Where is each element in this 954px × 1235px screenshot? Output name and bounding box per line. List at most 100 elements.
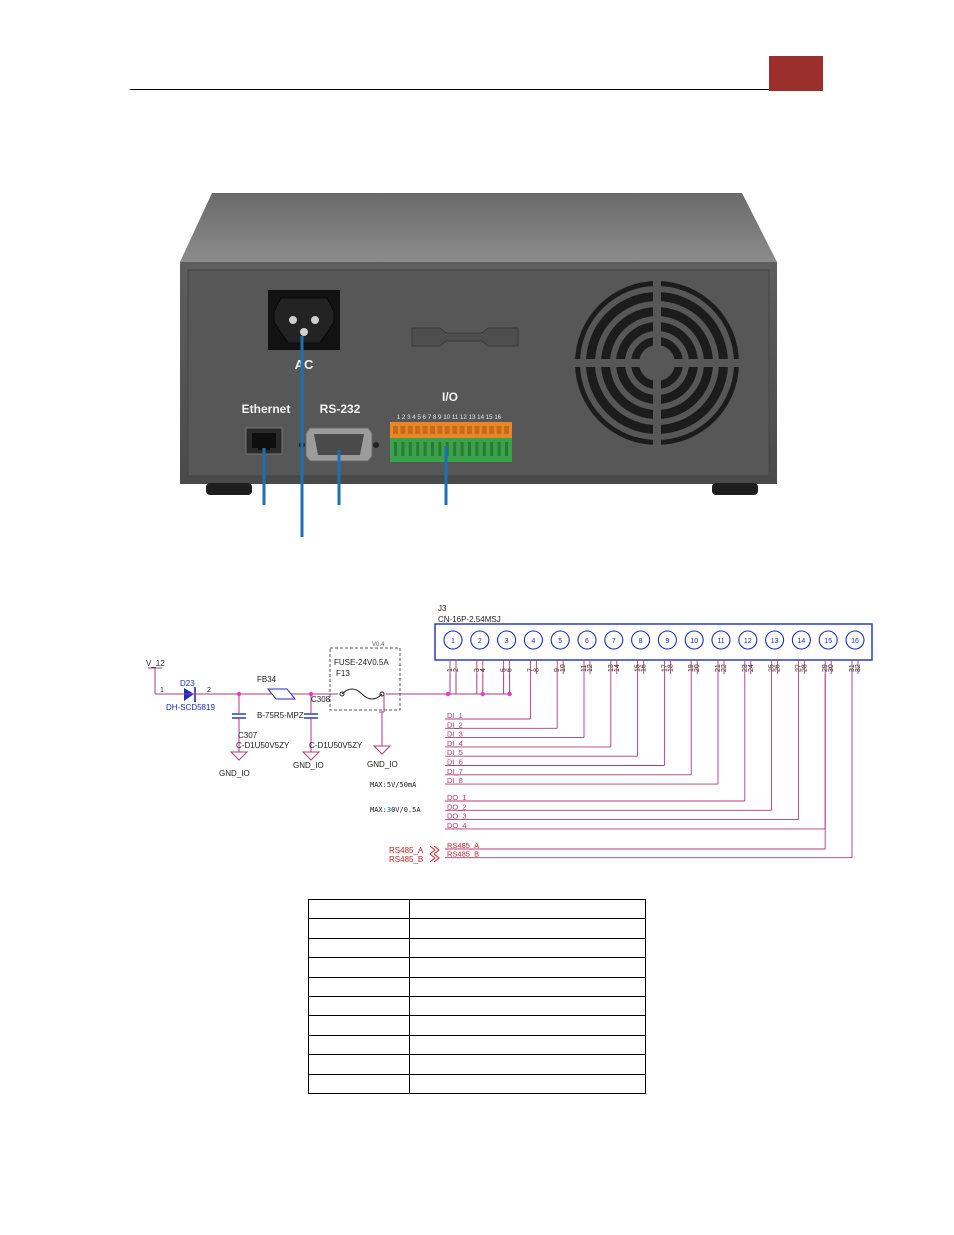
io-label: I/O [442, 390, 458, 404]
cap1-ref: C307 [238, 731, 258, 740]
connector-pin-circle [470, 630, 490, 650]
terminal-slot [438, 442, 442, 456]
fuse-part: FUSE-24V0.5A [334, 658, 389, 667]
table-row [308, 937, 646, 959]
pin-number: 4 [480, 668, 487, 672]
net-label-one: 1 [160, 687, 164, 694]
terminal-screw [430, 426, 435, 434]
table-row [308, 1073, 646, 1094]
terminal-slot [431, 442, 434, 456]
pin-number: 17 [661, 664, 668, 672]
ferrite-symbol [266, 688, 297, 700]
table-cell-definition [409, 995, 646, 1017]
net-label: DI_2 [447, 720, 463, 729]
pin-number: 6 [507, 668, 514, 672]
pin-number: 32 [855, 664, 862, 672]
net-label: DI_8 [447, 776, 463, 785]
connector-pin-circle [791, 630, 811, 650]
pin-number: 10 [560, 664, 567, 672]
table-cell-definition [409, 1015, 646, 1036]
diode-ref: D23 [180, 679, 195, 688]
connector-pin-circle [523, 630, 543, 650]
pin-definition-table [308, 898, 646, 1094]
pin-number: 8 [533, 668, 540, 672]
connector-pin-label: 8 [639, 638, 643, 645]
terminal-screw [481, 426, 487, 434]
terminal-slot [453, 442, 457, 456]
terminal-screw [400, 426, 406, 434]
connector-pin-label: 14 [798, 638, 806, 645]
connector-pin-label: 16 [851, 638, 859, 645]
pin-number: 18 [667, 664, 674, 672]
table-cell-pin [308, 937, 410, 959]
page-number-badge [769, 56, 823, 91]
pin-number: 11 [581, 665, 588, 672]
terminal-slot [490, 442, 494, 456]
terminal-screw [437, 426, 443, 434]
connector-part: CN-16P-2.54MSJ [438, 615, 501, 624]
terminal-screw [474, 426, 480, 434]
terminal-slot [460, 442, 464, 456]
connector-pin-circle [631, 630, 651, 650]
junction-dot [507, 691, 512, 697]
foot-left [206, 483, 252, 495]
pin-number: 13 [608, 664, 615, 672]
terminal-screw [467, 426, 472, 434]
junction-dot [236, 691, 242, 697]
table-cell-pin [308, 957, 410, 978]
net-label: DI_3 [447, 730, 463, 739]
connector-pin-circle [604, 630, 624, 650]
net-label: DI_4 [447, 739, 463, 748]
connector-pin-label: 12 [744, 638, 752, 645]
junction-dot [308, 691, 314, 697]
pin-number: 26 [775, 664, 782, 672]
table-cell-pin [308, 1054, 410, 1075]
io-pin-numbers: 1 2 3 4 5 6 7 8 9 10 11 12 13 14 15 16 [397, 414, 502, 421]
terminal-slot [423, 442, 427, 456]
connector-pin-label: 2 [478, 638, 482, 645]
connector-pin-circle [684, 630, 704, 650]
pin-number: 15 [635, 664, 642, 672]
net-label: DO_2 [447, 802, 467, 811]
ferrite-part: B-75R5-MPZ [257, 711, 304, 720]
terminal-screw [393, 426, 398, 434]
terminal-screw [489, 426, 495, 434]
device-rear-panel: AC Ethernet RS-232 I/O 1 2 3 4 5 6 7 8 9… [180, 193, 777, 537]
net-label-two: 2 [207, 687, 211, 694]
pin-number: 22 [721, 664, 728, 672]
pin-number: 2 [453, 668, 460, 672]
net-label: DI_1 [447, 711, 463, 720]
net-label: DI_6 [447, 758, 463, 767]
connector-pin-label: 9 [665, 638, 669, 645]
table-row [308, 1015, 646, 1036]
cap1-part: C-D1U50V5ZY [236, 741, 290, 750]
table-row [308, 976, 646, 997]
terminal-slot [408, 442, 412, 456]
chassis-top [180, 193, 777, 262]
table-cell-pin [308, 976, 410, 997]
connector-pin-label: 3 [505, 638, 509, 645]
terminal-screw [422, 426, 428, 434]
net-label: DO_1 [447, 793, 467, 802]
table-row [308, 1034, 646, 1056]
fan-grille-icon [573, 279, 741, 447]
terminal-screw [452, 426, 458, 434]
pin-number: 19 [688, 664, 695, 672]
connector-pin-label: 4 [531, 638, 535, 645]
foot-right [712, 483, 758, 495]
table-cell-pin [308, 1034, 410, 1056]
terminal-screw [504, 426, 509, 434]
connector-body [434, 623, 873, 661]
rs232-label: RS-232 [320, 402, 361, 416]
fuse-symbol [341, 688, 383, 700]
terminal-slot [497, 442, 501, 456]
connector-pin-label: 11 [717, 638, 724, 645]
connector-pin-circle [765, 630, 785, 650]
connector-pin-label: 1 [451, 638, 455, 645]
connector-pin-circle [738, 630, 758, 650]
blank-slot-cover [411, 327, 519, 347]
terminal-screw [496, 426, 502, 434]
do-max-note: MAX:30V/0.5A [370, 806, 421, 814]
pin-number: 29 [822, 664, 829, 672]
table-cell-definition [409, 957, 646, 978]
